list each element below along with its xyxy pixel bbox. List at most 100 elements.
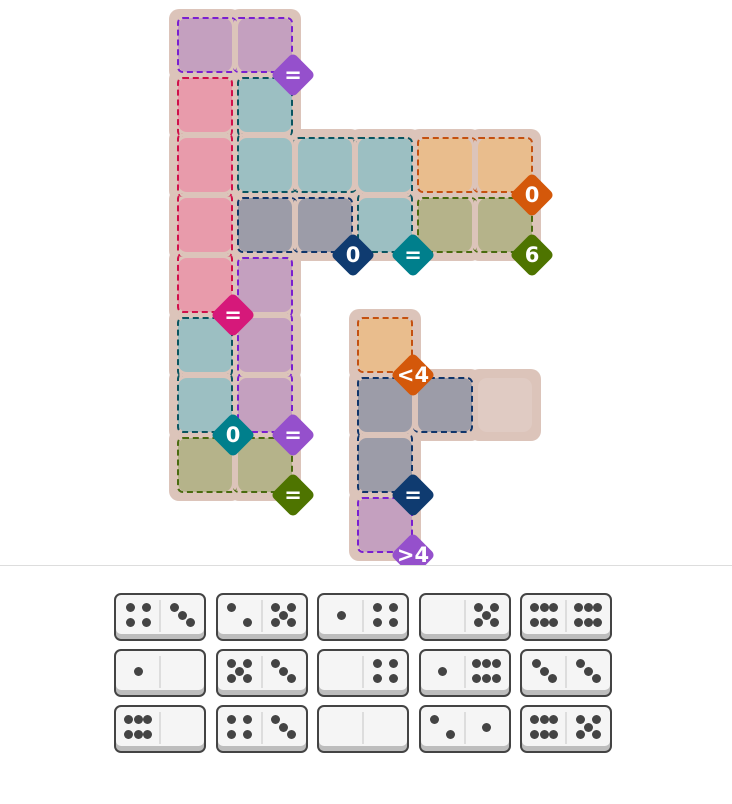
constraint-label: = <box>284 423 302 447</box>
board-cell-teal-top[interactable] <box>353 135 415 197</box>
region-outline <box>473 197 533 253</box>
pip <box>474 618 483 627</box>
pip <box>279 610 288 620</box>
pip <box>388 618 398 627</box>
board-cell-navy-top[interactable] <box>235 195 297 255</box>
board-cell-pink[interactable] <box>175 75 235 137</box>
board-cell-teal-left[interactable] <box>175 373 235 435</box>
pip <box>287 674 296 683</box>
domino-half-0 <box>363 707 407 747</box>
board-cell-pink[interactable] <box>175 193 235 257</box>
pip <box>575 659 585 668</box>
pip <box>279 722 288 732</box>
region-outline <box>177 17 237 73</box>
domino-2-5[interactable] <box>215 593 308 641</box>
constraint-label: <4 <box>396 363 430 387</box>
pip <box>539 730 549 739</box>
region-outline <box>357 317 413 373</box>
pip <box>287 730 296 739</box>
region-outline <box>293 197 353 253</box>
domino-half-5 <box>566 707 610 747</box>
pip <box>271 659 280 668</box>
domino-half-1 <box>465 707 509 747</box>
region-outline <box>357 377 417 437</box>
pip <box>227 603 236 612</box>
domino-half-0 <box>421 595 465 635</box>
pip <box>227 674 236 683</box>
region-outline <box>357 193 413 253</box>
region-outline <box>177 77 233 137</box>
pip <box>583 722 593 732</box>
pip <box>575 715 585 724</box>
pip <box>169 603 179 612</box>
domino-4-3[interactable] <box>215 705 308 753</box>
pip <box>133 715 143 724</box>
pip <box>539 666 549 676</box>
board-cell-teal-top[interactable] <box>293 135 357 195</box>
pip <box>271 618 280 627</box>
board-cell-orange-top[interactable] <box>415 135 477 195</box>
pip <box>539 603 549 612</box>
domino-half-0 <box>319 651 363 691</box>
pip <box>583 603 593 612</box>
region-outline <box>417 137 477 193</box>
cell-tile <box>178 138 232 192</box>
pip <box>529 618 539 627</box>
domino-0-0[interactable] <box>317 705 409 753</box>
pip <box>438 666 447 676</box>
region-outline <box>357 433 413 493</box>
pip <box>472 659 482 668</box>
pip <box>235 666 244 676</box>
pip <box>372 603 382 612</box>
pip <box>593 618 603 627</box>
region-outline <box>237 197 297 253</box>
pip <box>271 715 280 724</box>
board-cell-pink[interactable] <box>175 133 235 197</box>
domino-1-6[interactable] <box>418 649 511 697</box>
domino-6-5[interactable] <box>520 705 612 753</box>
domino-1-4[interactable] <box>317 593 409 641</box>
pip <box>279 666 288 676</box>
board-cell-teal-top[interactable] <box>235 133 297 195</box>
pip <box>446 730 455 739</box>
domino-half-4 <box>116 595 160 635</box>
domino-4-3[interactable] <box>114 593 206 641</box>
constraint-label: 0 <box>524 183 540 207</box>
constraint-badge-teal-left: 0 <box>210 412 256 458</box>
pip <box>372 674 382 683</box>
constraint-label: = <box>284 483 302 507</box>
pip <box>583 666 593 676</box>
pip <box>490 603 499 612</box>
pip <box>593 603 603 612</box>
pip <box>141 603 151 612</box>
pip <box>549 715 559 724</box>
domino-half-5 <box>465 595 509 635</box>
domino-3-3[interactable] <box>520 649 612 697</box>
domino-0-4[interactable] <box>317 649 409 697</box>
region-outline <box>413 377 473 433</box>
domino-6-6[interactable] <box>520 593 612 641</box>
pip <box>141 618 151 627</box>
constraint-label: = <box>284 63 302 87</box>
region-outline <box>233 17 293 73</box>
region-outline <box>177 193 233 257</box>
domino-2-1[interactable] <box>418 705 511 753</box>
region-outline <box>177 317 233 377</box>
constraint-label: >4 <box>396 543 430 565</box>
region-outline <box>353 137 413 197</box>
board-cell-purple-top[interactable] <box>175 15 237 75</box>
pip <box>388 659 398 668</box>
board-cell[interactable] <box>475 375 535 435</box>
domino-half-0 <box>319 707 363 747</box>
region-outline <box>237 313 293 377</box>
domino-0-5[interactable] <box>418 593 511 641</box>
domino-1-0[interactable] <box>114 649 206 697</box>
domino-half-4 <box>363 595 407 635</box>
constraint-badge-teal-top: = <box>390 232 436 278</box>
domino-5-3[interactable] <box>215 649 308 697</box>
domino-6-0[interactable] <box>114 705 206 753</box>
pip <box>227 659 236 668</box>
pip <box>575 730 585 739</box>
pip <box>143 730 153 739</box>
